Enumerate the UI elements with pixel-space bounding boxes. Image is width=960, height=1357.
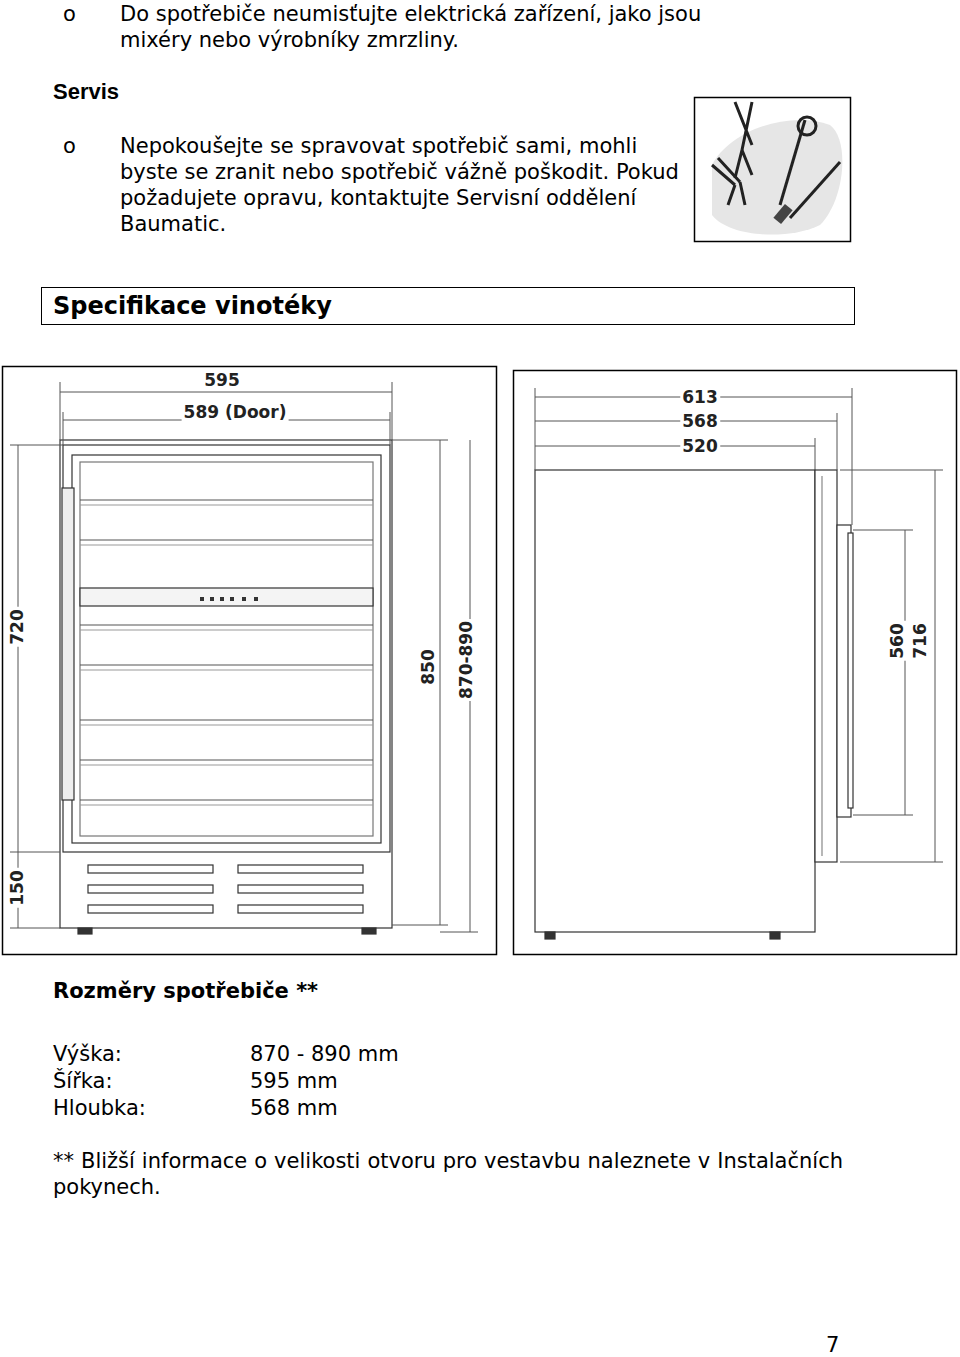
drawing-panel xyxy=(3,367,957,955)
front-view xyxy=(210,597,214,601)
side-view xyxy=(848,533,853,808)
drawing-panel xyxy=(3,367,497,955)
dimension-value: 850 xyxy=(419,647,437,687)
front-view xyxy=(238,885,363,893)
tools-icon xyxy=(728,182,745,205)
side-view xyxy=(815,470,837,862)
front-view xyxy=(220,597,224,601)
side-view xyxy=(821,476,822,856)
front-view xyxy=(238,905,363,913)
front-view xyxy=(80,588,373,606)
front-view xyxy=(62,488,74,800)
dimension-line xyxy=(10,382,478,932)
section-heading: Rozměry spotřebiče ** xyxy=(53,978,553,1004)
dimension-line xyxy=(10,445,63,852)
front-view xyxy=(88,905,213,913)
footnote: ** Bližší informace o velikosti otvoru p… xyxy=(53,1148,843,1200)
tools-icon xyxy=(735,102,752,150)
dimension-line xyxy=(535,438,815,470)
section-heading: Servis xyxy=(53,79,253,105)
spec-cell: Hloubka: xyxy=(53,1095,243,1121)
tools-icon xyxy=(695,98,851,242)
dimension-value: 595 xyxy=(202,371,242,389)
dimension-value: 613 xyxy=(680,388,720,406)
tools-icon xyxy=(735,150,752,178)
tools-icon xyxy=(712,158,740,185)
tools-icon xyxy=(798,117,816,135)
front-view xyxy=(242,597,246,601)
dimension-line xyxy=(853,530,913,815)
dimension-line xyxy=(535,388,852,525)
body-text: Nepokoušejte se spravovat spotřebič sami… xyxy=(120,133,680,237)
front-view xyxy=(60,440,392,928)
front-view xyxy=(60,440,392,934)
front-view xyxy=(200,597,204,601)
bullet-mark: o xyxy=(63,1,93,27)
dimension-value: 720 xyxy=(8,607,26,647)
side-view xyxy=(770,932,780,939)
front-view xyxy=(230,597,234,601)
dimension-value: 589 (Door) xyxy=(182,403,289,421)
front-view xyxy=(80,505,373,805)
front-view xyxy=(80,462,373,836)
dimension-line xyxy=(840,470,943,862)
dimension-value: 150 xyxy=(8,868,26,908)
page-number: 7 xyxy=(826,1332,866,1357)
tools-icon xyxy=(773,204,792,224)
body-text: Do spotřebiče neumisťujte elektrická zař… xyxy=(120,1,760,53)
bullet-mark: o xyxy=(63,133,93,159)
dimension-value: 568 xyxy=(680,412,720,430)
dimension-value: 520 xyxy=(680,437,720,455)
dimension-line xyxy=(535,388,943,862)
tools-icon xyxy=(712,102,840,218)
spec-cell: 595 mm xyxy=(250,1068,550,1094)
dimension-value: 560 xyxy=(888,621,906,661)
front-view xyxy=(78,928,92,934)
tools-icon xyxy=(712,120,842,235)
spec-cell: 568 mm xyxy=(250,1095,550,1121)
front-view xyxy=(88,885,213,893)
front-view xyxy=(238,865,363,873)
spec-cell: 870 - 890 mm xyxy=(250,1041,550,1067)
dimension-line xyxy=(535,413,837,470)
heading-text: Specifikace vinotéky xyxy=(42,288,854,324)
dimension-value: 870-890 xyxy=(457,619,475,701)
tools-icon xyxy=(695,98,851,242)
side-view xyxy=(545,932,555,939)
front-view xyxy=(362,928,376,934)
dimension-value: 716 xyxy=(911,621,929,661)
spec-cell: Výška: xyxy=(53,1041,243,1067)
dimension-line xyxy=(440,440,478,932)
front-view xyxy=(88,865,363,913)
tools-icon xyxy=(790,162,840,218)
side-view xyxy=(535,470,815,932)
front-view xyxy=(63,445,390,852)
dimension-line xyxy=(392,440,448,925)
front-view xyxy=(72,455,381,843)
heading-box: Specifikace vinotéky xyxy=(41,287,855,325)
front-view xyxy=(88,865,213,873)
drawing-panel xyxy=(514,371,957,955)
side-view xyxy=(535,470,853,939)
front-view xyxy=(254,597,258,601)
spec-cell: Šířka: xyxy=(53,1068,243,1094)
dimension-line xyxy=(60,382,392,440)
front-view xyxy=(200,597,258,601)
